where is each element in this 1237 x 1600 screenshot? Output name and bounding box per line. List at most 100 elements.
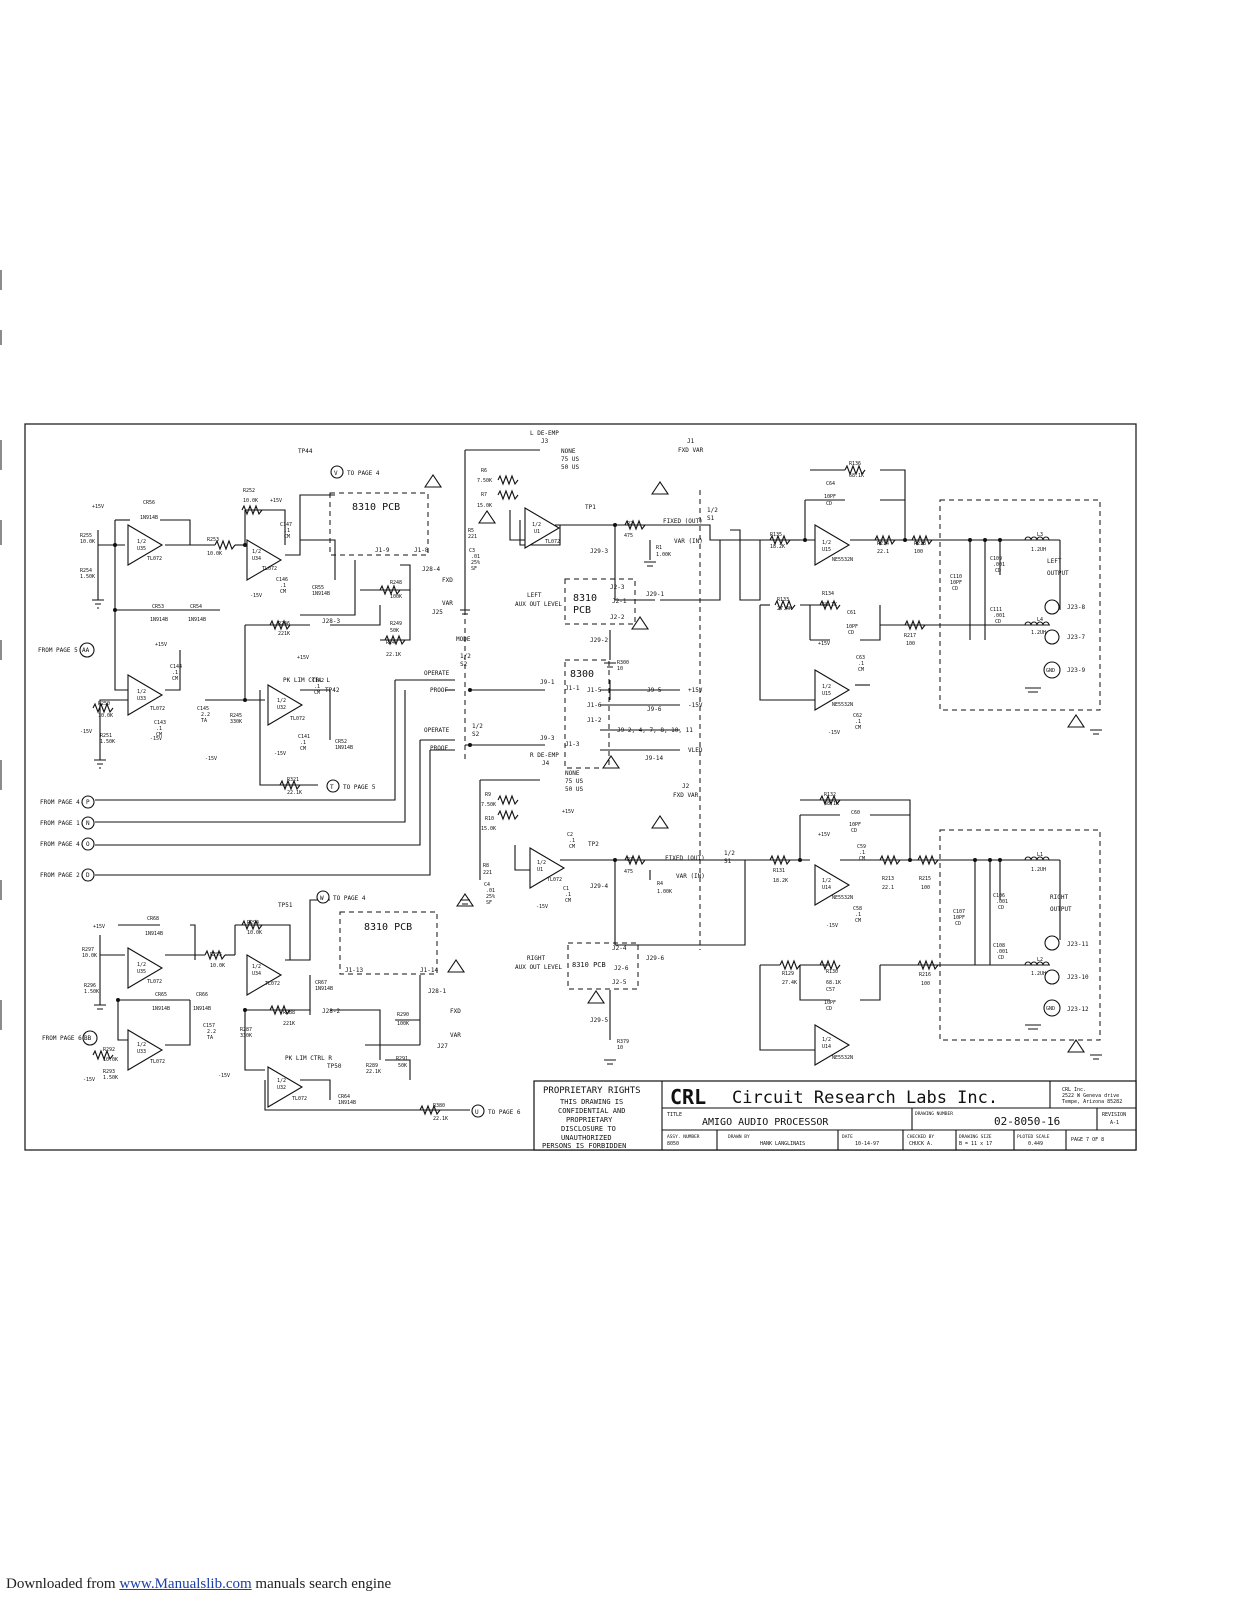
left-output-label: LEFT — [1047, 558, 1062, 565]
j28-1: J28-1 — [428, 988, 446, 995]
u1b-ref: U1 — [537, 867, 543, 873]
r5-val: 221 — [468, 534, 477, 540]
u14b-half: 1/2 — [822, 1037, 831, 1043]
r216-ref: R216 — [919, 972, 931, 978]
r291-val: 50K — [398, 1063, 407, 1069]
c3-val: .01 — [471, 554, 480, 560]
tp44: TP44 — [298, 448, 313, 455]
r5-ref: R5 — [468, 528, 474, 534]
c108-val: .001 — [996, 949, 1008, 955]
opamps — [127, 507, 851, 1108]
c58-type: CM — [855, 918, 861, 924]
r300-ref: R300 — [617, 660, 629, 666]
supply-minus15-7: -15V — [536, 904, 548, 910]
j1-6: J1-6 — [587, 702, 602, 709]
c60-ref: C60 — [851, 810, 860, 816]
r287-val: 330K — [240, 1033, 252, 1039]
r216-val: 100 — [921, 981, 930, 987]
company-address-1: CRL Inc. — [1062, 1087, 1086, 1093]
s2-b-label: S2 — [472, 731, 480, 738]
r245-ref: R245 — [230, 713, 242, 719]
ground-symbols — [92, 561, 1102, 1065]
j2-2: J2-2 — [610, 614, 625, 621]
r132-val: 68.1K — [824, 801, 839, 807]
r380-val: 22.1K — [433, 1116, 448, 1122]
u32a-ref: U32 — [277, 705, 286, 711]
r133-ref: R133 — [777, 597, 789, 603]
r-deemp-label: R DE-EMP — [530, 752, 559, 759]
r300-val: 10 — [617, 666, 623, 672]
r131-ref: R131 — [773, 868, 785, 874]
c147-type: CM — [284, 534, 290, 540]
tp50: TP50 — [327, 1063, 342, 1070]
j9-1: J9-1 — [540, 679, 555, 686]
r246-ref: R246 — [278, 621, 290, 627]
j23-10: J23-10 — [1067, 974, 1089, 981]
cr66-val: 1N914B — [193, 1006, 211, 1012]
r289-ref: R289 — [366, 1063, 378, 1069]
checked-by-label: CHECKED BY — [907, 1134, 934, 1140]
u1a-val: TL072 — [545, 539, 560, 545]
fxd-b: FXD — [450, 1008, 461, 1015]
offpage-d-letter: D — [86, 872, 90, 879]
c144-ref: C144 — [170, 664, 182, 670]
drawing-size-label: DRAWING SIZE — [959, 1134, 992, 1140]
r218-ref: R218 — [914, 541, 926, 547]
c57-ref: C57 — [826, 987, 835, 993]
r1-val: 1.00K — [656, 552, 671, 558]
u14a-ref: U14 — [822, 885, 831, 891]
assy-label: ASSY. NUMBER — [667, 1134, 700, 1140]
cr64-ref: CR64 — [338, 1094, 350, 1100]
j2-fxd-var: FXD VAR — [673, 792, 699, 799]
r293-ref: R293 — [103, 1069, 115, 1075]
c62-type: CM — [855, 725, 861, 731]
r251-val: 1.50K — [100, 739, 115, 745]
assy-value: 8050 — [667, 1141, 679, 1147]
l4-val: 1.2UH — [1031, 630, 1046, 636]
r214-ref: R214 — [877, 541, 889, 547]
r293-val: 1.50K — [103, 1075, 118, 1081]
supply-plus15-8: +15V — [93, 924, 105, 930]
plot-scale-label: PLOTED SCALE — [1017, 1134, 1050, 1140]
u15a-val: NE5532N — [832, 557, 853, 563]
manualslib-link[interactable]: www.Manualslib.com — [119, 1576, 252, 1592]
s2-b-half: 1/2 — [472, 723, 483, 730]
offpage-w-letter: W — [320, 895, 324, 902]
j28-4: J28-4 — [422, 566, 440, 573]
l3-val: 1.2UH — [1031, 547, 1046, 553]
left-output-sub: OUTPUT — [1047, 570, 1069, 577]
j29-3: J29-3 — [590, 548, 608, 555]
r6-val: 7.50K — [477, 478, 492, 484]
l4-ref: L4 — [1037, 617, 1043, 623]
c110-type: CD — [952, 586, 958, 592]
r4-ref: R4 — [657, 881, 663, 887]
c59-ref: C59 — [857, 844, 866, 850]
r8-ref: R8 — [483, 863, 489, 869]
drawing-number: 02-8050-16 — [994, 1115, 1060, 1128]
s1-a-label: S1 — [707, 515, 715, 522]
c106-val: .001 — [996, 899, 1008, 905]
offpage-bb-letter: BB — [84, 1035, 92, 1042]
j1-3: J1-3 — [565, 741, 580, 748]
c145-val: 2.2 — [201, 712, 210, 718]
r248-ref: R248 — [390, 580, 402, 586]
u33b-val: TL072 — [150, 1059, 165, 1065]
proprietary-line-4: DISCLOSURE TO — [561, 1125, 616, 1133]
drawing-number-label: DRAWING NUMBER — [915, 1111, 953, 1117]
supply-minus15-9: -15V — [83, 1077, 95, 1083]
c63-type: CM — [858, 667, 864, 673]
offpage-aa-text: FROM PAGE 5 — [38, 647, 78, 654]
pcb-8300-label: 8300 — [570, 669, 594, 680]
proof-b: PROOF — [430, 745, 448, 752]
c2-type: CM — [569, 844, 575, 850]
junction-dots — [113, 523, 1002, 1012]
c110-ref: C110 — [950, 574, 962, 580]
supply-minus15-3: -15V — [150, 736, 162, 742]
l-none: NONE — [561, 448, 576, 455]
r297-ref: R297 — [82, 947, 94, 953]
fixed-out-a: FIXED (OUT) — [663, 518, 703, 525]
j27: J27 — [437, 1043, 448, 1050]
supply-plus15-2: +15V — [270, 498, 282, 504]
r292-val: 10.0K — [103, 1057, 118, 1063]
